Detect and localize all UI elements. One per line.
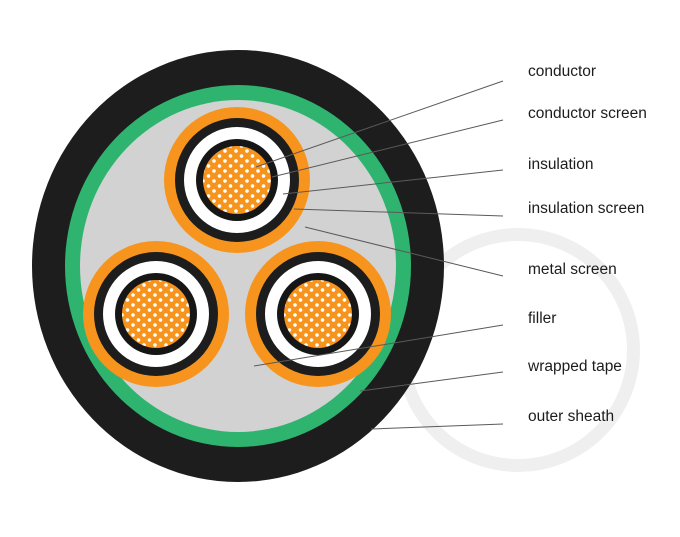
cable-core-bottom-right <box>245 241 391 387</box>
conductor-strands <box>284 280 352 348</box>
part-label-conductor: conductor <box>528 63 597 80</box>
cable-core-top <box>164 107 310 253</box>
insulation-screen-layer <box>94 252 218 376</box>
insulation-layer <box>103 261 209 367</box>
part-label-conductor-screen: conductor screen <box>528 105 647 122</box>
conductor-screen-layer <box>115 273 197 355</box>
part-label-outer-sheath: outer sheath <box>528 408 615 425</box>
conductor-strands <box>203 146 271 214</box>
part-label-metal-screen: metal screen <box>528 261 617 278</box>
insulation-screen-layer <box>256 252 380 376</box>
insulation-layer <box>265 261 371 367</box>
insulation-layer <box>184 127 290 233</box>
conductor-strands <box>122 280 190 348</box>
insulation-screen-layer <box>175 118 299 242</box>
cable-core-bottom-left <box>83 241 229 387</box>
conductor-screen-layer <box>196 139 278 221</box>
part-label-insulation-screen: insulation screen <box>528 200 645 217</box>
part-label-filler: filler <box>528 310 557 327</box>
part-label-insulation: insulation <box>528 156 594 173</box>
part-label-wrapped-tape: wrapped tape <box>528 358 622 375</box>
conductor-screen-layer <box>277 273 359 355</box>
